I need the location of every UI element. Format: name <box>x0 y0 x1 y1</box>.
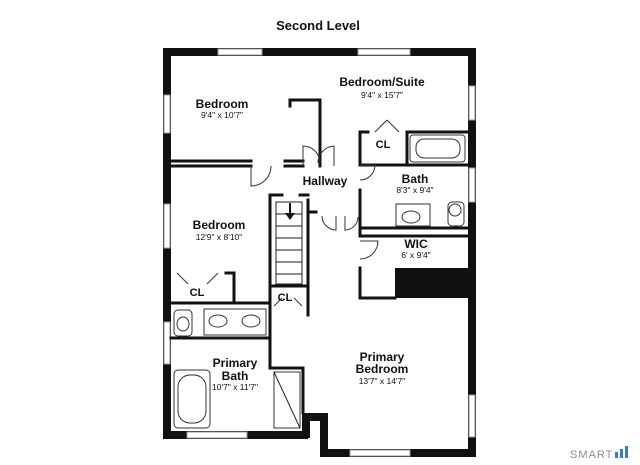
room-bedroom-left-dim: 12'9" x 8'10" <box>196 232 243 242</box>
room-wic-name: WIC <box>404 237 428 251</box>
doors <box>176 119 400 307</box>
windows <box>163 48 476 457</box>
closet-center-label: CL <box>278 292 293 304</box>
closet-left-label: CL <box>190 287 205 299</box>
room-primary-bath-dim: 10'7" x 11'7" <box>212 382 258 392</box>
wic-shelving <box>395 268 469 298</box>
interior-walls <box>169 98 470 415</box>
room-wic-dim: 6' x 9'4" <box>401 250 430 260</box>
room-bath-name: Bath <box>402 172 429 186</box>
room-primary-bedroom-dim: 13'7" x 14'7" <box>359 376 406 386</box>
room-primary-bedroom-name-2: Bedroom <box>356 362 409 376</box>
room-bedroom-left-name: Bedroom <box>193 218 246 232</box>
room-bedroom-upper-dim: 9'4" x 10'7" <box>201 110 243 120</box>
staircase <box>275 201 303 285</box>
bath-fixtures <box>173 134 466 429</box>
room-primary-bath-name-2: Bath <box>222 369 249 383</box>
room-primary-bath-name-1: Primary <box>213 356 258 370</box>
room-bedroom-suite-name: Bedroom/Suite <box>339 75 425 89</box>
closet-suite-label: CL <box>376 139 391 151</box>
stair-down-arrow-icon <box>285 213 295 220</box>
plan-title: Second Level <box>276 18 360 33</box>
room-bath-dim: 8'3" x 9'4" <box>396 185 433 195</box>
logo-text: SMART <box>570 449 613 461</box>
room-bedroom-upper-name: Bedroom <box>196 97 249 111</box>
smart-logo: SMART <box>570 446 628 461</box>
room-primary-bedroom-name-1: Primary <box>360 350 405 364</box>
room-hallway-name: Hallway <box>303 174 348 188</box>
room-bedroom-suite-dim: 9'4" x 15'7" <box>361 90 403 100</box>
